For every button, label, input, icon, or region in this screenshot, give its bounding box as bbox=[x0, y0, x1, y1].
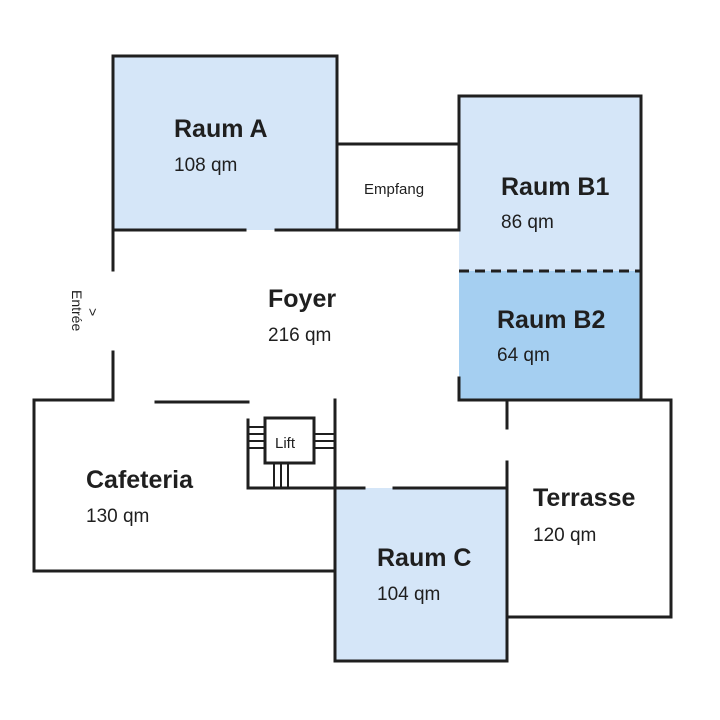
entrance-arrow-icon: > bbox=[85, 308, 101, 316]
foyer-area-label: 216 qm bbox=[268, 325, 331, 346]
terrasse-area-label: 120 qm bbox=[533, 525, 596, 546]
entrance-label: Entrée bbox=[69, 290, 85, 331]
raum-b1-name: Raum B1 bbox=[501, 173, 609, 201]
entrance-marker: Entrée > bbox=[69, 290, 101, 331]
lift-label: Lift bbox=[275, 435, 296, 452]
raum-c-walls bbox=[333, 486, 509, 663]
room-raum-b2-area bbox=[459, 271, 641, 400]
terrasse-name: Terrasse bbox=[533, 484, 635, 512]
room-raum-c-area bbox=[335, 488, 507, 661]
terrasse-walls bbox=[505, 398, 673, 619]
cafeteria-area-label: 130 qm bbox=[86, 506, 149, 527]
lift-stairs-bottom bbox=[273, 463, 289, 488]
raum-a-area-label: 108 qm bbox=[174, 155, 237, 176]
lift-stairs-right bbox=[314, 433, 335, 449]
raum-a-name: Raum A bbox=[174, 115, 268, 143]
foyer-name: Foyer bbox=[268, 285, 336, 313]
lift-shaft bbox=[246, 418, 337, 490]
raum-b2-area-label: 64 qm bbox=[497, 345, 550, 366]
raum-c-area-label: 104 qm bbox=[377, 584, 440, 605]
cafeteria-name: Cafeteria bbox=[86, 466, 194, 494]
lift-stairs-left bbox=[248, 426, 265, 449]
empfang-label: Empfang bbox=[364, 181, 424, 198]
raum-b2-name: Raum B2 bbox=[497, 306, 605, 334]
raum-b1-area-label: 86 qm bbox=[501, 212, 554, 233]
room-raum-a-area bbox=[113, 56, 337, 230]
raum-c-name: Raum C bbox=[377, 544, 471, 572]
raum-b-walls bbox=[457, 94, 643, 402]
cafeteria-walls bbox=[32, 398, 337, 573]
room-raum-b1-area bbox=[459, 96, 641, 271]
